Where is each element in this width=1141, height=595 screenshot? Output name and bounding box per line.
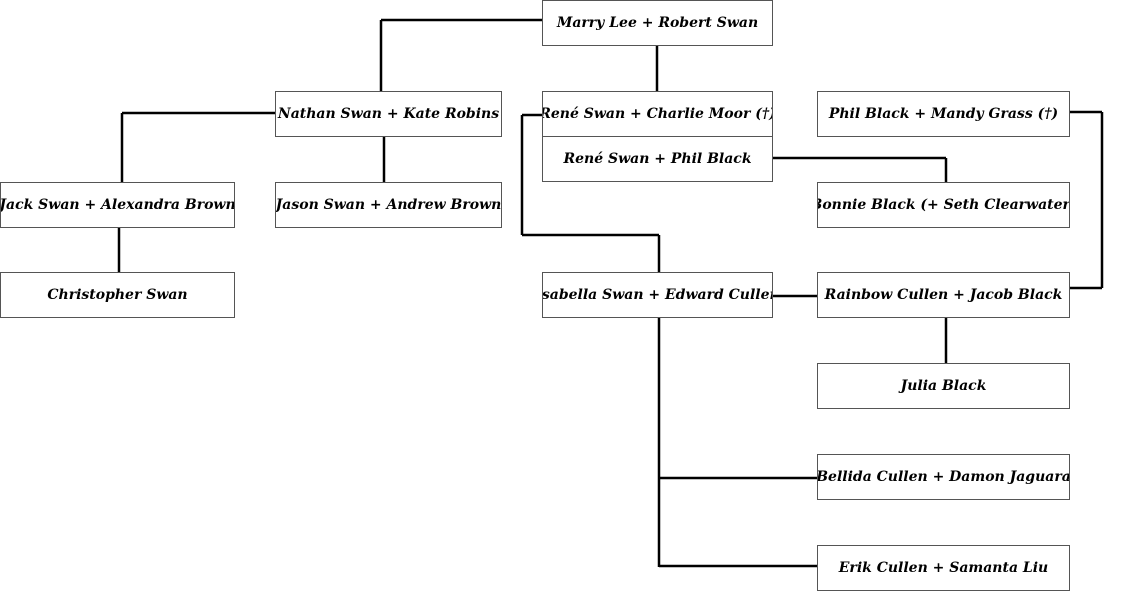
node-label: Rainbow Cullen + Jacob Black bbox=[824, 287, 1063, 303]
node-label: Marry Lee + Robert Swan bbox=[556, 15, 759, 31]
node-label: Bonnie Black (+ Seth Clearwater) bbox=[817, 197, 1070, 213]
node-label: Nathan Swan + Kate Robins bbox=[277, 106, 500, 122]
node-label: Phil Black + Mandy Grass (†) bbox=[828, 106, 1059, 122]
node-label: Isabella Swan + Edward Cullen bbox=[542, 287, 773, 303]
node-marry-robert: Marry Lee + Robert Swan bbox=[542, 0, 773, 46]
node-bellida-damon: Bellida Cullen + Damon Jaguara bbox=[817, 454, 1070, 500]
node-rainbow-jacob: Rainbow Cullen + Jacob Black bbox=[817, 272, 1070, 318]
node-label: Bellida Cullen + Damon Jaguara bbox=[817, 469, 1070, 485]
node-erik-samanta: Erik Cullen + Samanta Liu bbox=[817, 545, 1070, 591]
node-label: Jason Swan + Andrew Brown bbox=[275, 197, 502, 213]
node-jack-alexandra: Jack Swan + Alexandra Brown bbox=[0, 182, 235, 228]
node-bonnie-seth: Bonnie Black (+ Seth Clearwater) bbox=[817, 182, 1070, 228]
node-label: Julia Black bbox=[900, 378, 987, 394]
node-jason-andrew: Jason Swan + Andrew Brown bbox=[275, 182, 502, 228]
node-nathan-kate: Nathan Swan + Kate Robins bbox=[275, 91, 502, 137]
node-phil-mandy: Phil Black + Mandy Grass (†) bbox=[817, 91, 1070, 137]
node-label: René Swan + Phil Black bbox=[563, 151, 752, 167]
node-rene-charlie: René Swan + Charlie Moor (†) bbox=[542, 91, 773, 137]
node-label: René Swan + Charlie Moor (†) bbox=[542, 106, 773, 122]
node-julia: Julia Black bbox=[817, 363, 1070, 409]
node-christopher: Christopher Swan bbox=[0, 272, 235, 318]
node-rene-phil: René Swan + Phil Black bbox=[542, 136, 773, 182]
node-label: Erik Cullen + Samanta Liu bbox=[838, 560, 1049, 576]
node-label: Jack Swan + Alexandra Brown bbox=[0, 197, 235, 213]
node-label: Christopher Swan bbox=[47, 287, 188, 303]
node-isabella-edward: Isabella Swan + Edward Cullen bbox=[542, 272, 773, 318]
